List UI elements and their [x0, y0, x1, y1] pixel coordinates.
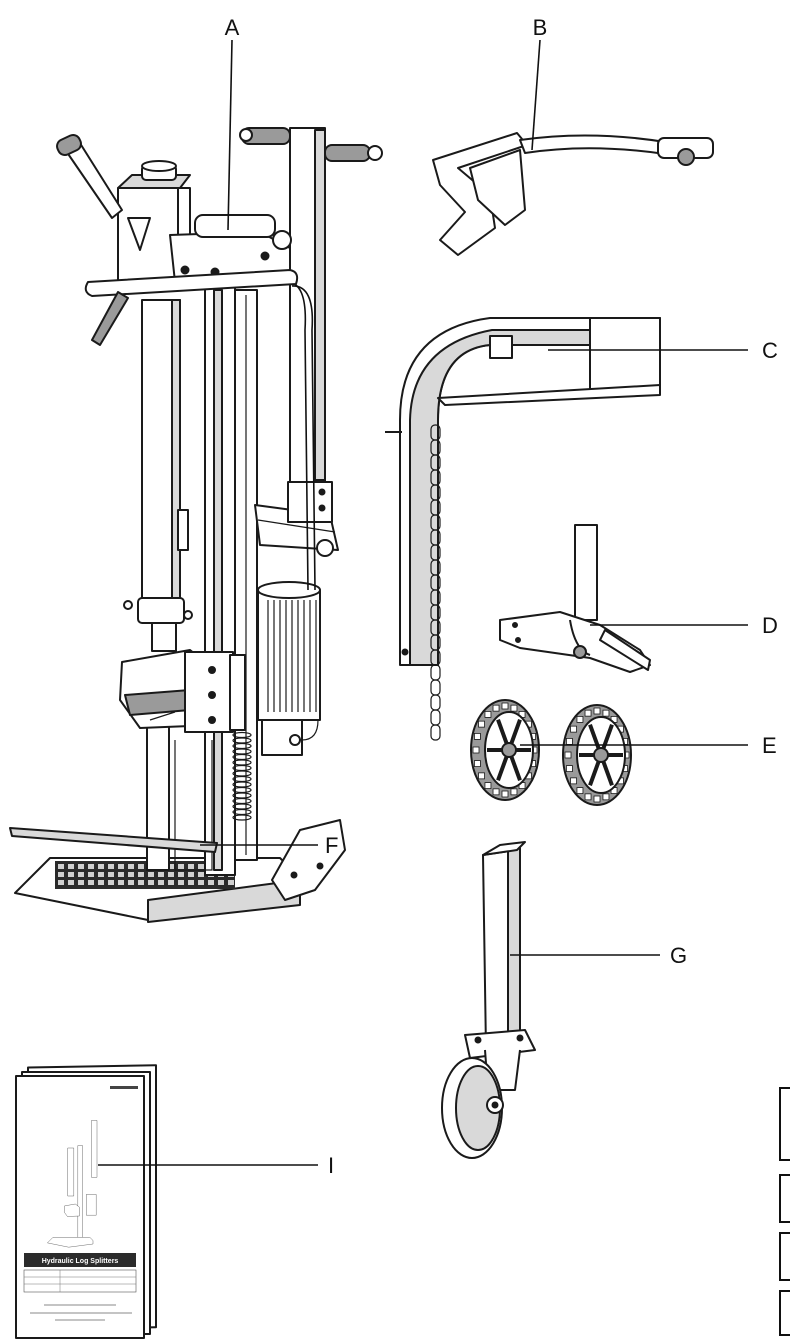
wheel-frame-part — [385, 317, 661, 741]
edge-boxes — [779, 1087, 790, 1336]
label-i: I — [328, 1153, 334, 1178]
operators-manual: Hydraulic Log Splitters — [15, 1064, 157, 1339]
leader-lines — [98, 39, 748, 1166]
label-c: C — [762, 338, 778, 363]
label-g: G — [670, 943, 687, 968]
rod-part — [9, 827, 218, 853]
leader-a — [227, 39, 233, 231]
label-f: F — [325, 833, 338, 858]
label-a: A — [225, 15, 240, 40]
label-e: E — [762, 733, 777, 758]
bracket-part — [499, 524, 651, 673]
wheels-part — [470, 699, 632, 806]
chain — [430, 424, 441, 741]
electric-motor — [257, 581, 321, 756]
log-splitter-main-unit — [14, 127, 383, 923]
manual-title-bar — [24, 1253, 136, 1267]
handle-part — [432, 132, 714, 256]
label-d: D — [762, 613, 778, 638]
manual-title: Hydraulic Log Splitters — [42, 1258, 119, 1265]
leader-b — [531, 39, 541, 151]
return-spring — [232, 731, 252, 821]
label-b: B — [533, 15, 548, 40]
caster-leg-part — [441, 841, 536, 1159]
